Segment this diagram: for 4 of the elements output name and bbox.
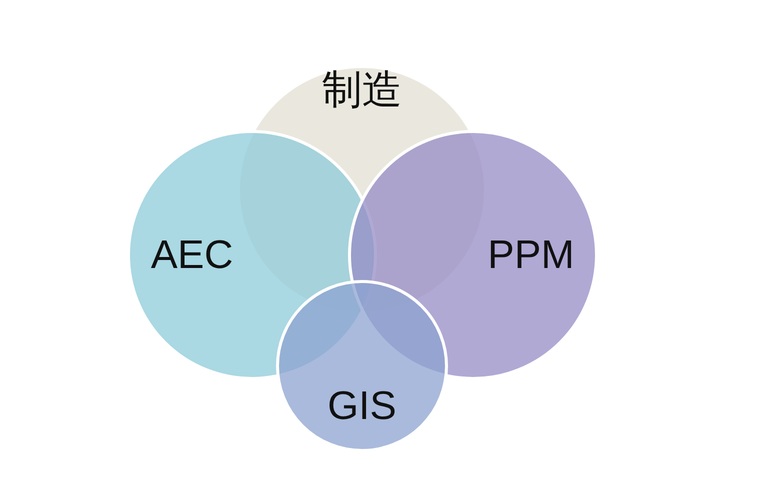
circle-label: PPM — [488, 235, 574, 275]
circle-label: 制造 — [322, 70, 402, 110]
circle-label: GIS — [328, 386, 396, 426]
circle-label: AEC — [150, 235, 234, 275]
